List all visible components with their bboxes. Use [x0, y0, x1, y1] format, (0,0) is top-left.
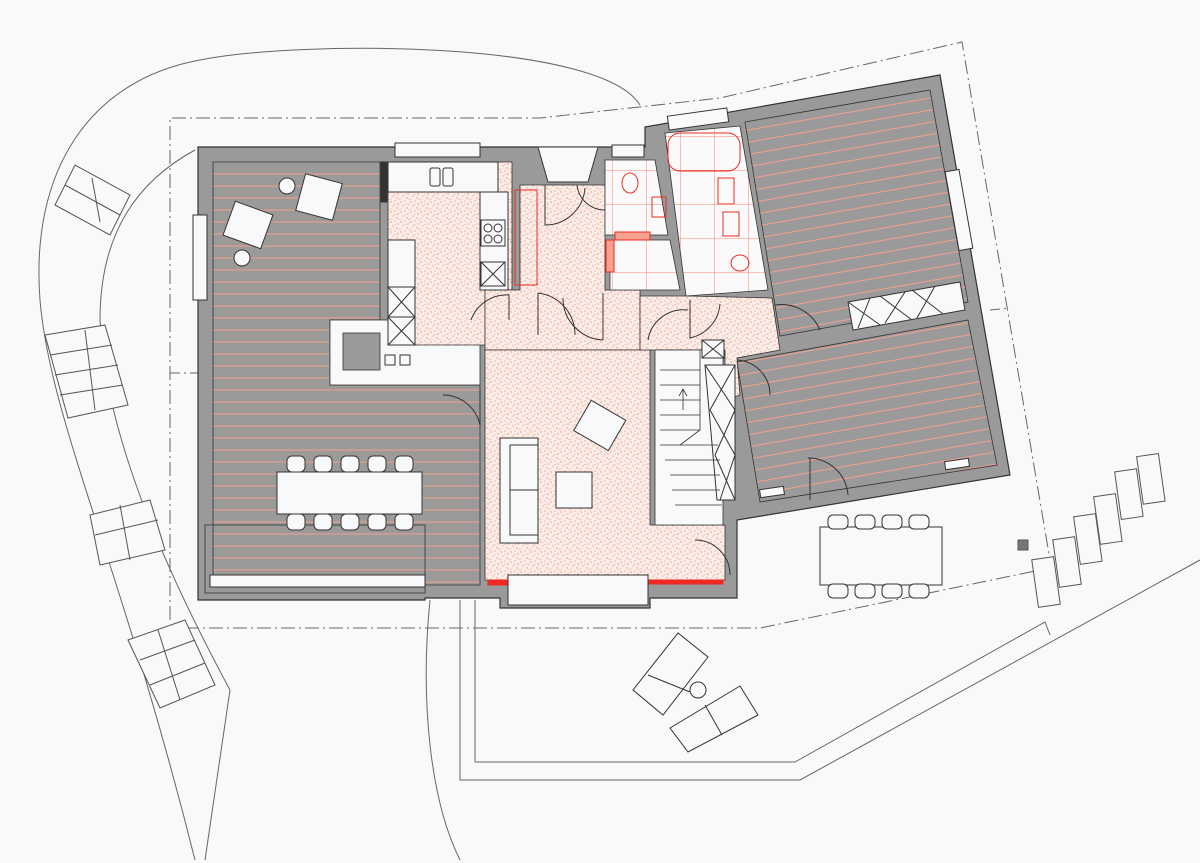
bedroom-2: [736, 319, 998, 503]
terrace-edge: [459, 559, 1200, 781]
window: [944, 168, 974, 252]
appliance: [387, 286, 416, 346]
wet-area-fixtures: [487, 132, 750, 586]
outdoor-chairs: [827, 514, 930, 599]
door-swing: [442, 390, 481, 426]
side-table: [233, 249, 251, 267]
armchair: [295, 173, 343, 221]
sun-lounger: [669, 685, 759, 753]
outdoor-table: [819, 526, 943, 586]
shower: [609, 239, 681, 291]
kitchen-sink-icon: [429, 167, 441, 187]
door-swing: [774, 304, 821, 331]
sink-icon: [717, 177, 735, 205]
door-swing: [576, 184, 606, 211]
window: [758, 485, 786, 499]
door-swing: [537, 292, 576, 336]
path-edge: [425, 599, 461, 861]
windows: [192, 107, 974, 606]
window: [611, 144, 645, 158]
coffee-table: [555, 471, 593, 509]
kitchen-sink-icon: [442, 167, 454, 187]
stair-treads: [660, 350, 722, 506]
window: [192, 214, 208, 301]
window: [943, 457, 971, 471]
sink-icon: [722, 211, 740, 237]
door-swing: [562, 293, 604, 341]
stove-icon: [480, 219, 506, 247]
furniture: [222, 173, 943, 753]
garden-steps: [44, 164, 1166, 709]
window: [666, 107, 730, 131]
kitchen-fittings: [380, 161, 509, 366]
window: [394, 142, 481, 158]
toilet-icon: [621, 172, 639, 194]
property-boundary: [169, 41, 1051, 629]
side-table: [278, 177, 296, 195]
cooktop-block: [342, 332, 381, 371]
door-swing: [694, 539, 731, 576]
appliance: [480, 261, 506, 287]
bedroom-1: [744, 89, 969, 337]
window: [507, 574, 649, 606]
bathtub: [667, 132, 741, 172]
sun-lounger: [632, 632, 709, 716]
toilet-icon: [730, 254, 750, 272]
dining-table: [276, 471, 423, 515]
armchair: [572, 399, 627, 452]
terrace-edge-inner: [474, 600, 1051, 763]
wardrobes: [701, 281, 966, 501]
door-swing: [470, 294, 510, 321]
bathroom: [664, 125, 769, 297]
axis-line: [989, 307, 1011, 311]
door-swing: [807, 457, 849, 500]
sink-icon: [651, 196, 667, 218]
window: [209, 574, 426, 588]
dining-chairs: [286, 455, 414, 531]
post: [1017, 539, 1029, 551]
window-bay: [537, 146, 599, 183]
door-swing: [736, 359, 771, 396]
door-swing: [689, 300, 721, 339]
armchair: [222, 200, 274, 250]
side-table: [689, 681, 707, 699]
door-swing: [647, 309, 689, 341]
doors: [442, 184, 849, 576]
door-swing: [544, 185, 586, 226]
